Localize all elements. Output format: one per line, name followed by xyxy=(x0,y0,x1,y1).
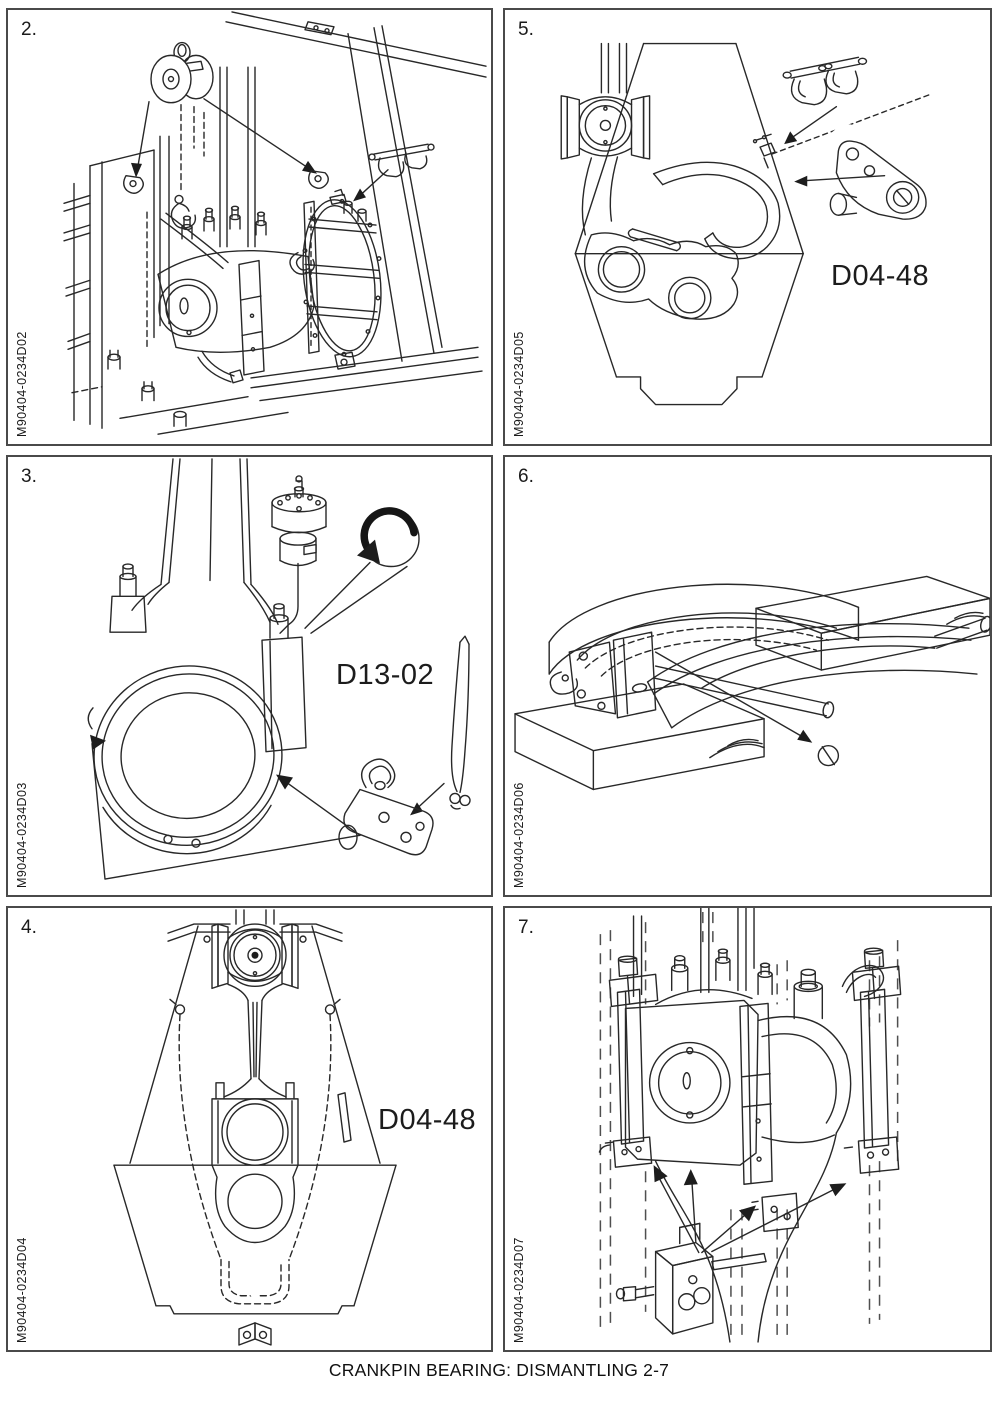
figure-id-code: M90404-0234D03 xyxy=(15,782,29,888)
figure-id-code: M90404-0234D04 xyxy=(15,1237,29,1343)
figure-panel-step-5: 5. M90404-0234D05 D04-48 xyxy=(503,8,992,446)
step-number: 2. xyxy=(21,19,37,40)
step-number: 5. xyxy=(518,19,534,40)
figure-id-code: M90404-0234D06 xyxy=(512,782,526,888)
figure-panel-step-2: 2. M90404-0234D02 xyxy=(6,8,493,446)
figure-id-code: M90404-0234D05 xyxy=(512,331,526,437)
step-number: 6. xyxy=(518,466,534,487)
drawing-rod-securing-tool xyxy=(560,42,933,406)
step-number: 7. xyxy=(518,917,534,938)
drawing-hoist-and-lifting-lugs xyxy=(63,11,487,435)
tool-reference: D13-02 xyxy=(336,659,435,691)
step-number: 3. xyxy=(21,466,37,487)
figure-grid: 2. M90404-0234D02 xyxy=(6,8,992,1352)
drawing-guide-rails-stopper xyxy=(598,908,902,1343)
page-caption: CRANKPIN BEARING: DISMANTLING 2-7 xyxy=(328,1360,670,1380)
figure-panel-step-4: 4. M90404-0234D04 D04-48 xyxy=(6,906,493,1352)
drawing-bearing-shells-on-blocks xyxy=(514,575,990,791)
figure-panel-step-6: 6. M90404-0234D06 xyxy=(503,455,992,897)
figure-panel-step-7: 7. M90404-0234D07 xyxy=(503,906,992,1352)
figure-id-code: M90404-0234D07 xyxy=(512,1237,526,1343)
tool-reference: D04-48 xyxy=(831,260,930,292)
step-number: 4. xyxy=(21,917,37,938)
figure-panel-step-3: 3. M90404-0234D03 D13-02 xyxy=(6,455,493,897)
tool-reference: D04-48 xyxy=(378,1104,477,1136)
drawing-rod-lowering xyxy=(113,909,397,1346)
drawing-big-end-bearing-rotation xyxy=(87,458,471,880)
figure-id-code: M90404-0234D02 xyxy=(15,331,29,437)
